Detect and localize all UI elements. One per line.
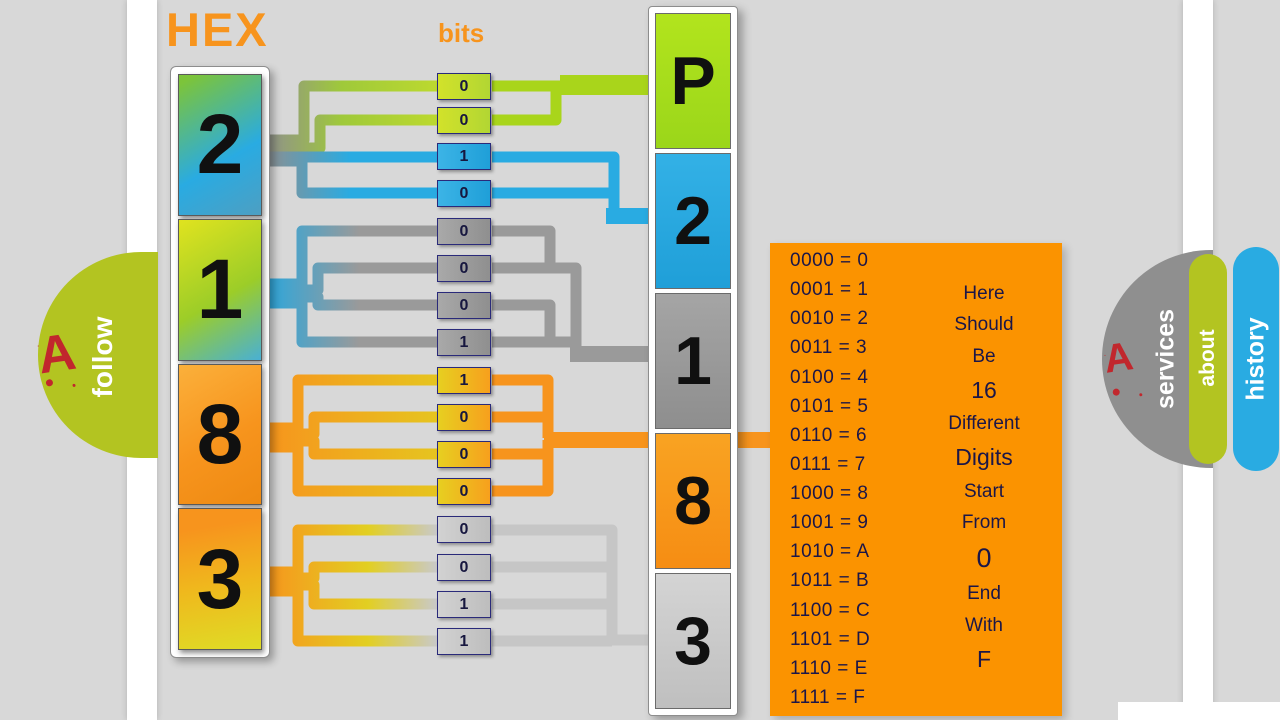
bit-box-12: 0 — [437, 478, 491, 505]
hex-table-row-10: 1001 = 9 — [790, 512, 869, 534]
hex-table-panel: 0000 = 0 0001 = 1 0010 = 2 0011 = 3 0100 = 4… — [770, 243, 1062, 716]
about-label: about — [1196, 329, 1219, 387]
bit-box-7: 0 — [437, 292, 491, 319]
note-line-6: Digits — [955, 444, 1013, 471]
hex8-to-bits-lines — [264, 374, 437, 497]
bit-box-11: 0 — [437, 441, 491, 468]
hex-table-row-14: 1101 = D — [790, 628, 871, 650]
hex-table-row-4: 0011 = 3 — [790, 337, 868, 359]
bit-box-13: 0 — [437, 516, 491, 543]
bits-to-digit2-lines — [492, 151, 650, 224]
note-line-8: From — [961, 511, 1007, 533]
hex-table-row-11: 1010 = A — [790, 541, 870, 563]
history-label: history — [1241, 317, 1270, 401]
code-char-1: 1 — [655, 293, 731, 429]
note-line-11: With — [965, 614, 1003, 636]
hex-table-row-15: 1110 = E — [790, 657, 868, 679]
bits-to-digit8-lines — [492, 374, 774, 497]
note-line-7: Start — [963, 480, 1005, 502]
hex-digit-3: 3 — [178, 508, 262, 650]
bit-box-15: 1 — [437, 591, 491, 618]
about-badge-capsule — [1189, 254, 1227, 464]
bits-to-digit1-lines — [492, 225, 650, 362]
bit-box-14: 0 — [437, 554, 491, 581]
brand-a-logo-left: A — [34, 322, 80, 386]
hex1-to-bits-lines — [264, 225, 437, 348]
code-char-8: 8 — [655, 433, 731, 569]
note-line-3: Be — [972, 345, 996, 367]
hex-digit-8: 8 — [178, 363, 262, 506]
hex-digit-1: 1 — [178, 218, 262, 361]
hex3-to-bits-lines — [264, 524, 437, 647]
hex-table-row-13: 1100 = C — [790, 599, 871, 621]
hex-table-row-9: 1000 = 8 — [790, 483, 869, 504]
bit-box-2: 0 — [437, 107, 491, 134]
bits-to-digit3-lines — [492, 524, 650, 647]
hex-table-row-2: 0001 = 1 — [790, 279, 869, 301]
hex-table-row-1: 0000 = 0 — [790, 250, 869, 271]
note-line-5: Different — [948, 413, 1020, 435]
note-line-4: 16 — [971, 376, 997, 403]
bit-box-6: 0 — [437, 255, 491, 282]
hex2-to-digit2bits-lines — [264, 151, 437, 199]
bit-box-16: 1 — [437, 628, 491, 655]
bits-to-p-lines — [492, 75, 650, 126]
note-line-12: F — [976, 645, 992, 672]
bit-box-10: 0 — [437, 404, 491, 431]
note-line-10: End — [967, 583, 1001, 605]
hex-table-row-5: 0100 = 4 — [790, 366, 869, 388]
bit-box-4: 0 — [437, 180, 491, 207]
bit-box-8: 1 — [437, 329, 491, 356]
follow-label: follow — [87, 316, 118, 398]
services-label: services — [1151, 308, 1180, 410]
bit-box-1: 0 — [437, 73, 491, 100]
hex-table-row-7: 0110 = 6 — [790, 424, 868, 446]
code-char-P: P — [655, 13, 731, 149]
binary-hex-table: 0000 = 0 0001 = 1 0010 = 2 0011 = 3 0100 = 4… — [790, 250, 870, 709]
hex-table-row-12: 1011 = B — [790, 570, 870, 592]
hex-table-row-3: 0010 = 2 — [790, 308, 869, 330]
note-line-9: 0 — [976, 543, 992, 574]
code-char-2: 2 — [655, 153, 731, 289]
hex-table-row-16: 1111 = F — [790, 686, 866, 708]
bit-box-9: 1 — [437, 367, 491, 394]
hex-table-row-8: 0111 = 7 — [790, 453, 866, 475]
hex-table-row-6: 0101 = 5 — [790, 395, 869, 417]
code-char-3: 3 — [655, 573, 731, 709]
bottom-right-white-strip — [1118, 702, 1280, 720]
note-line-2: Should — [954, 314, 1014, 336]
brand-a-logo-right: A — [1101, 334, 1136, 382]
hex-title: HEX — [166, 3, 269, 56]
note-line-1: Here — [963, 283, 1005, 304]
bits-label: bits — [438, 18, 485, 48]
history-badge-capsule — [1233, 247, 1279, 471]
hex-digit-2: 2 — [178, 74, 262, 216]
bit-box-3: 1 — [437, 143, 491, 170]
bit-box-5: 0 — [437, 218, 491, 245]
hex2-to-pbits-lines — [264, 80, 437, 154]
